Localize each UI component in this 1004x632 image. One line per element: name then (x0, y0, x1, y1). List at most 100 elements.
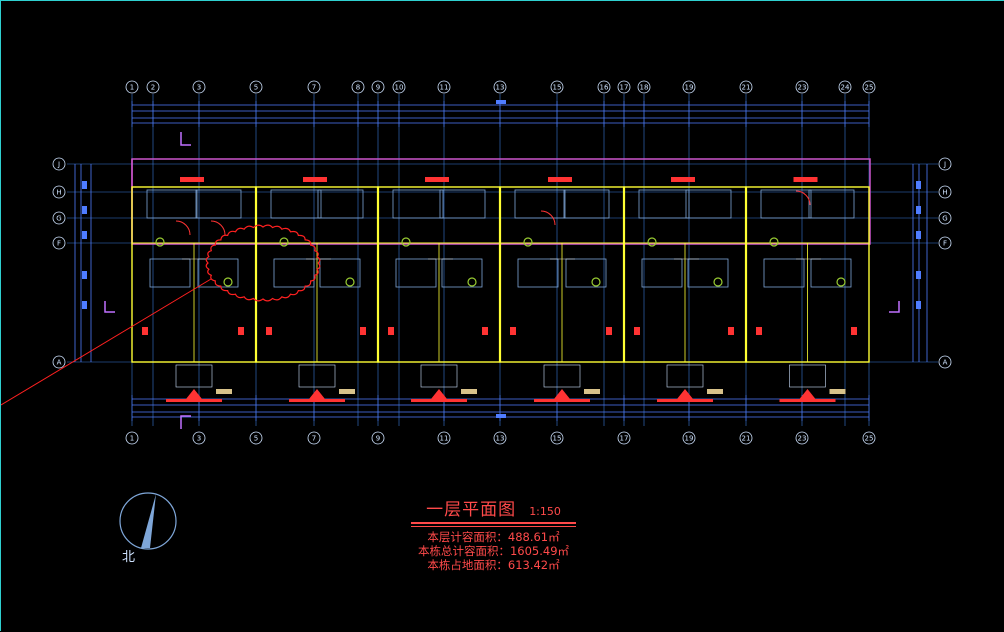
axis-bubble (52, 157, 66, 171)
axis-label-top: 24 (841, 84, 850, 92)
room-outline (392, 189, 444, 219)
axis-bubble (192, 80, 206, 94)
title-underline (411, 522, 576, 524)
entry-label-bar (534, 399, 590, 402)
section-mark-left (104, 301, 115, 313)
axis-bubble (351, 80, 365, 94)
axis-bubble (862, 431, 876, 445)
door-swing (210, 220, 226, 236)
accent-mark (142, 327, 148, 335)
axis-label-top: 23 (798, 84, 807, 92)
axis-bubble (682, 431, 696, 445)
axis-label-bottom: 23 (798, 435, 807, 443)
axis-label-top: 10 (395, 84, 404, 92)
axis-bubble (795, 431, 809, 445)
axis-bubble (437, 431, 451, 445)
column-circle (523, 237, 533, 247)
room-outline (638, 189, 690, 219)
axis-label-top: 5 (254, 84, 258, 92)
axis-bubble (371, 80, 385, 94)
accent-bar (548, 177, 572, 182)
step-block (461, 389, 477, 394)
door-swing (540, 210, 556, 226)
axis-bubble (125, 431, 139, 445)
total-area-stat: 本栋总计容面积：1605.49㎡ (417, 544, 570, 558)
axis-label-top: 7 (312, 84, 316, 92)
axis-label-bottom: 3 (197, 435, 201, 443)
axis-label-left: H (56, 189, 61, 197)
dimension-marker-top (496, 100, 506, 104)
door-swing (795, 190, 811, 206)
entry-stair (789, 364, 826, 388)
axis-bubble (125, 80, 139, 94)
entry-arrow (799, 389, 816, 399)
room-outline (563, 189, 610, 219)
title-underline-thin (411, 526, 576, 527)
axis-label-right: F (943, 240, 947, 248)
axis-bubble (938, 236, 952, 250)
axis-bubble (146, 80, 160, 94)
furniture-table (565, 258, 607, 288)
north-arrow-circle (119, 492, 177, 550)
column-circle (401, 237, 411, 247)
entry-stair (420, 364, 458, 388)
dimension-marker-right (916, 231, 921, 239)
axis-bubble (249, 80, 263, 94)
accent-mark (388, 327, 394, 335)
axis-bubble (938, 355, 952, 369)
dimension-marker-left (82, 231, 87, 239)
entry-arrow (186, 389, 202, 399)
step-block (216, 389, 232, 394)
entry-stair (666, 364, 704, 388)
axis-bubble (249, 431, 263, 445)
axis-bubble (550, 80, 564, 94)
dimension-marker-right (916, 206, 921, 214)
axis-label-left: G (56, 215, 61, 223)
axis-bubble (437, 80, 451, 94)
drawing-title-block: 一层平面图 1:150 本层计容面积：488.61㎡ 本栋总计容面积：1605.… (401, 495, 586, 572)
axis-bubble (493, 80, 507, 94)
axis-bubble (52, 236, 66, 250)
axis-bubble (637, 80, 651, 94)
furniture-table (149, 258, 191, 288)
column-circle (591, 277, 601, 287)
dimension-marker-right (916, 301, 921, 309)
axis-label-top: 8 (356, 84, 360, 92)
accent-mark (634, 327, 640, 335)
section-mark-bottom (180, 415, 191, 429)
dimension-marker-left (82, 206, 87, 214)
axis-label-right: H (942, 189, 947, 197)
axis-bubble (795, 80, 809, 94)
axis-label-top: 15 (553, 84, 562, 92)
room-outline (270, 189, 322, 219)
furniture-table (763, 258, 805, 288)
axis-label-left: F (57, 240, 61, 248)
axis-bubble (192, 431, 206, 445)
axis-label-bottom: 9 (376, 435, 380, 443)
axis-label-top: 2 (151, 84, 155, 92)
room-outline (195, 189, 242, 219)
entry-arrow (309, 389, 325, 399)
entry-label-bar (166, 399, 222, 402)
axis-bubble (682, 80, 696, 94)
drawing-scale: 1:150 (529, 505, 561, 518)
axis-label-left: A (57, 359, 62, 367)
step-block (707, 389, 723, 394)
accent-mark (606, 327, 612, 335)
accent-mark (482, 327, 488, 335)
accent-mark (266, 327, 272, 335)
axis-bubble (862, 80, 876, 94)
section-mark-top (180, 132, 191, 146)
axis-label-bottom: 7 (312, 435, 316, 443)
axis-label-top: 21 (742, 84, 751, 92)
accent-bar (671, 177, 695, 182)
axis-bubble (617, 431, 631, 445)
dimension-marker-left (82, 301, 87, 309)
room-outline (685, 189, 732, 219)
axis-label-right: J (943, 161, 946, 169)
axis-bubble (392, 80, 406, 94)
axis-label-bottom: 11 (440, 435, 449, 443)
north-label: 北 (122, 550, 136, 565)
accent-mark (238, 327, 244, 335)
